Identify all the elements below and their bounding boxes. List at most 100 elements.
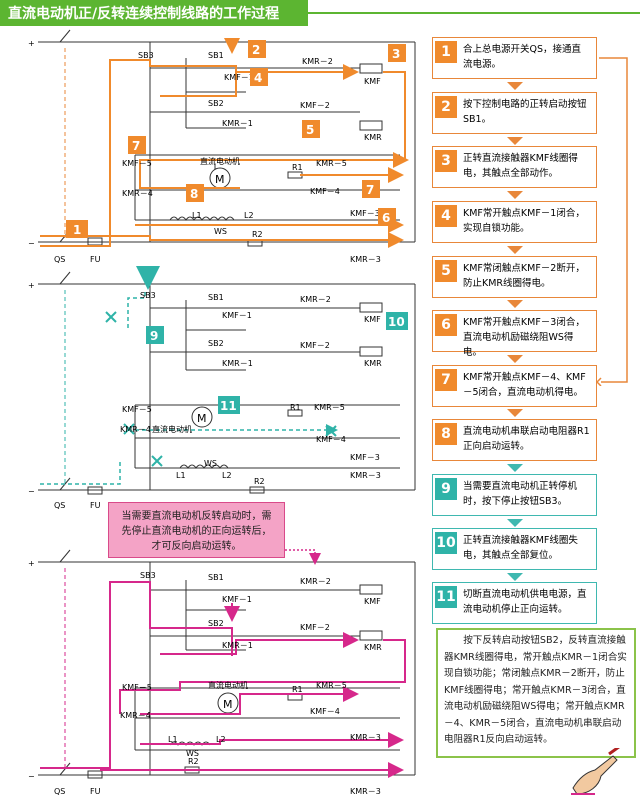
badge-5 <box>302 120 320 138</box>
badge-2 <box>248 40 266 58</box>
l2-label-2: L2 <box>222 471 232 480</box>
kmf3-label-2: KMF－3 <box>350 453 380 462</box>
kmr-coil-label: KMR <box>364 133 382 142</box>
kmf-coil-label-3: KMF <box>364 597 381 606</box>
badge-9-text: 9 <box>150 329 158 343</box>
step-5-number: 5 <box>435 260 457 282</box>
kmr-coil-label-2: KMR <box>364 359 382 368</box>
fu-label: FU <box>90 255 101 264</box>
kmf-coil-label-2: KMF <box>364 315 381 324</box>
kmf1-label-2: KMF－1 <box>222 311 252 320</box>
kmr3-label-2: KMR－3 <box>350 471 381 480</box>
step-7-text: KMF常开触点KMF－4、KMF－5闭合，直流电动机得电。 <box>463 372 586 398</box>
fu-label-3: FU <box>90 787 101 796</box>
step-8-number: 8 <box>435 423 457 445</box>
step-2-number: 2 <box>435 96 457 118</box>
sb1-label-3: SB1 <box>208 573 224 582</box>
motor-name-label-2: 直流电动机 <box>152 424 192 434</box>
kmf2-label: KMF－2 <box>300 101 330 110</box>
qs-label-3: QS <box>54 787 65 796</box>
kmr2-label-2: KMR－2 <box>300 295 331 304</box>
minus-label: − <box>28 239 35 248</box>
kmf-coil-label: KMF <box>364 77 381 86</box>
ws-label-3: WS <box>186 749 199 758</box>
kmr1-label-2: KMR－1 <box>222 359 253 368</box>
kmr2-label: KMR－2 <box>302 57 333 66</box>
kmf3-label: KMF－3 <box>350 209 380 218</box>
badge-7b-text: 7 <box>366 183 374 197</box>
badge-7a <box>128 136 146 154</box>
sb2-label: SB2 <box>208 99 224 108</box>
badge-1 <box>66 220 88 238</box>
sb1-label: SB1 <box>208 51 224 60</box>
kmr4-label-2: KMR－4 <box>120 425 151 434</box>
title-rule <box>308 12 640 14</box>
step-1-text: 合上总电源开关QS，接通直流电源。 <box>463 44 582 70</box>
kmr3-label-3: KMR－3 <box>350 787 381 796</box>
step-5-text: KMF常闭触点KMF－2断开，防止KMR线圈得电。 <box>463 263 585 289</box>
badge-2-text: 2 <box>252 43 260 57</box>
badge-3-text: 3 <box>392 47 400 61</box>
step-10-text: 正转直流接触器KMF线圈失电，其触点全部复位。 <box>463 535 578 561</box>
sb3-label-3: SB3 <box>140 571 156 580</box>
kmr5-label: KMR－5 <box>316 159 347 168</box>
step-3-text: 正转直流接触器KMF线圈得电，其触点全部动作。 <box>463 153 578 179</box>
badge-10-text: 10 <box>388 315 405 329</box>
reverse-current-path <box>40 581 406 778</box>
badge-8 <box>186 184 204 202</box>
motor-m-label: M <box>215 173 225 186</box>
arrow-8 <box>507 464 523 472</box>
step-6-number: 6 <box>435 314 457 336</box>
step-1: 1 合上总电源开关QS，接通直流电源。 <box>432 37 597 79</box>
arrow-7 <box>507 409 523 417</box>
minus-label-3: − <box>28 772 35 781</box>
page-title: 直流电动机正/反转连续控制线路的工作过程 <box>8 6 280 22</box>
l1-label-3: L1 <box>168 735 178 744</box>
l1-label: L1 <box>192 211 202 220</box>
r2-label-2: R2 <box>254 477 265 486</box>
kmf2-label-3: KMF－2 <box>300 623 330 632</box>
circuit-forward-start <box>38 29 416 247</box>
badge-3 <box>388 44 406 62</box>
step-6-text: KMF常开触点KMF－3闭合，直流电动机励磁绕阻WS得电。 <box>463 317 585 358</box>
badge-8-text: 8 <box>190 187 198 201</box>
step-5: 5 KMF常闭触点KMF－2断开，防止KMR线圈得电。 <box>432 256 597 298</box>
plus-label-3: + <box>28 559 35 568</box>
kmf5-label-3: KMF－5 <box>122 683 152 692</box>
kmf4-label: KMF－4 <box>310 187 340 196</box>
title-bar: 直流电动机正/反转连续控制线路的工作过程 <box>0 0 640 26</box>
title-background <box>0 0 308 26</box>
plus-label-2: + <box>28 281 35 290</box>
arrow-4 <box>507 246 523 254</box>
step-1-number: 1 <box>435 41 457 63</box>
ws-label: WS <box>214 227 227 236</box>
sb3-label-2: SB3 <box>140 291 156 300</box>
step-4-number: 4 <box>435 205 457 227</box>
step-8-text: 直流电动机串联启动电阻器R1正向启动运转。 <box>463 426 590 452</box>
field-winding-icon-2 <box>179 464 229 469</box>
kmr4-label: KMR－4 <box>122 189 153 198</box>
kmr3-label-top: KMR－3 <box>350 733 381 742</box>
motor-icon-2 <box>191 406 213 428</box>
arrow-6 <box>507 355 523 363</box>
kmr3-label: KMR－3 <box>350 255 381 264</box>
plus-label: + <box>28 39 35 48</box>
circuit-forward-stop <box>38 271 416 495</box>
sb1-label-2: SB1 <box>208 293 224 302</box>
kmf4-label-2: KMF－4 <box>316 435 346 444</box>
reverse-start-description: 按下反转启动按钮SB2，反转直流接触器KMR线圈得电，常开触点KMR－1闭合实现… <box>436 628 636 758</box>
sb3-label: SB3 <box>138 51 154 60</box>
badge-6 <box>378 208 396 226</box>
arrow-5 <box>507 300 523 308</box>
forward-current-path <box>40 38 409 248</box>
kmr-coil-label-3: KMR <box>364 643 382 652</box>
kmf5-label: KMF－5 <box>122 159 152 168</box>
badge-11-text: 11 <box>220 399 237 413</box>
step-9-text: 当需要直流电动机正转停机时，按下停止按钮SB3。 <box>463 481 578 507</box>
r1-label: R1 <box>292 163 303 172</box>
kmr1-label-3: KMR－1 <box>222 641 253 650</box>
qs-label: QS <box>54 255 65 264</box>
